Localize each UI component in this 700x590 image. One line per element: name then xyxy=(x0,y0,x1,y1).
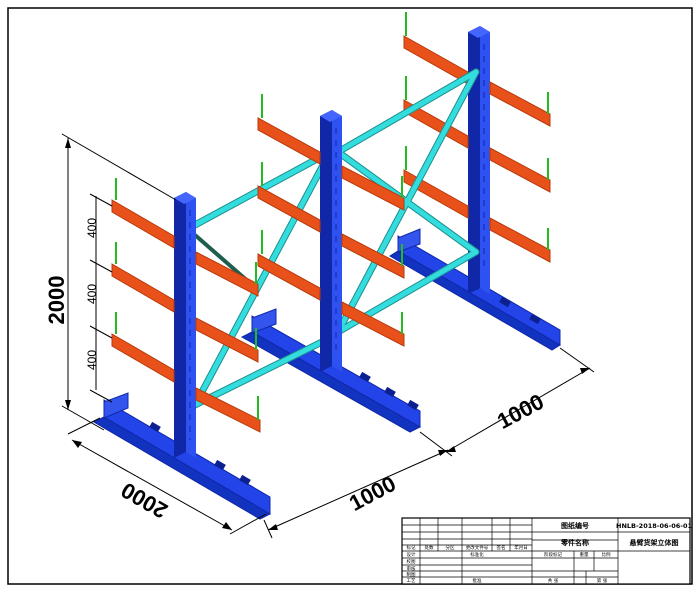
part-name-label: 零件名称 xyxy=(560,538,589,547)
base-beam-front xyxy=(92,392,272,520)
upright-front xyxy=(174,192,196,458)
row-draw: 制图 xyxy=(407,571,416,578)
arms-front xyxy=(111,199,261,433)
sheet-label: 第 张 xyxy=(597,577,608,584)
standardize-label: 标准化 xyxy=(470,551,484,558)
arms-middle xyxy=(257,117,405,347)
upright-middle xyxy=(320,110,342,372)
drawing-frame xyxy=(7,7,693,585)
row-design: 设计 xyxy=(407,551,416,558)
dim-bay-back: 1000 xyxy=(493,389,548,434)
row-process: 工艺 xyxy=(407,578,416,584)
dimension-arrows xyxy=(65,138,590,530)
weight-label: 重量 xyxy=(580,551,589,558)
row-check: 校图 xyxy=(407,558,416,565)
scale-label: 比例 xyxy=(602,551,611,558)
dim-arm-spacing-2: 400 xyxy=(85,284,99,304)
dim-arm-spacing-1: 400 xyxy=(85,218,99,238)
dim-bay-front: 1000 xyxy=(345,471,400,516)
arm-stoppers-middle xyxy=(261,94,403,334)
approve-label: 批准 xyxy=(473,577,482,584)
brace-cyan xyxy=(191,68,480,409)
header-zone: 分区 xyxy=(446,544,455,551)
sheets-label: 共 张 xyxy=(548,577,559,584)
dim-arm-spacing-3: 400 xyxy=(85,350,99,370)
upright-rear xyxy=(468,26,490,294)
row-review: 审核 xyxy=(407,565,416,572)
arm-stoppers-rear xyxy=(405,12,549,250)
dim-height: 2000 xyxy=(44,276,69,325)
header-count: 处数 xyxy=(425,544,434,551)
arm-stoppers-front xyxy=(115,178,259,420)
stage-label: 阶段标记 xyxy=(544,551,562,558)
drawing-no-value: HNLB-2018-06-06-01 xyxy=(616,522,692,530)
part-name-value: 悬臂货架立体图 xyxy=(629,538,679,547)
header-change-doc: 更改文件号 xyxy=(466,544,489,551)
header-date: 年月日 xyxy=(514,544,528,551)
dim-depth: 2000 xyxy=(117,477,172,523)
drawing-no-label: 图纸编号 xyxy=(561,521,589,530)
title-block: 图纸编号 HNLB-2018-06-06-01 零件名称 悬臂货架立体图 标记 … xyxy=(401,517,692,585)
header-sign: 签名 xyxy=(497,544,506,551)
header-mark: 标记 xyxy=(407,544,416,551)
